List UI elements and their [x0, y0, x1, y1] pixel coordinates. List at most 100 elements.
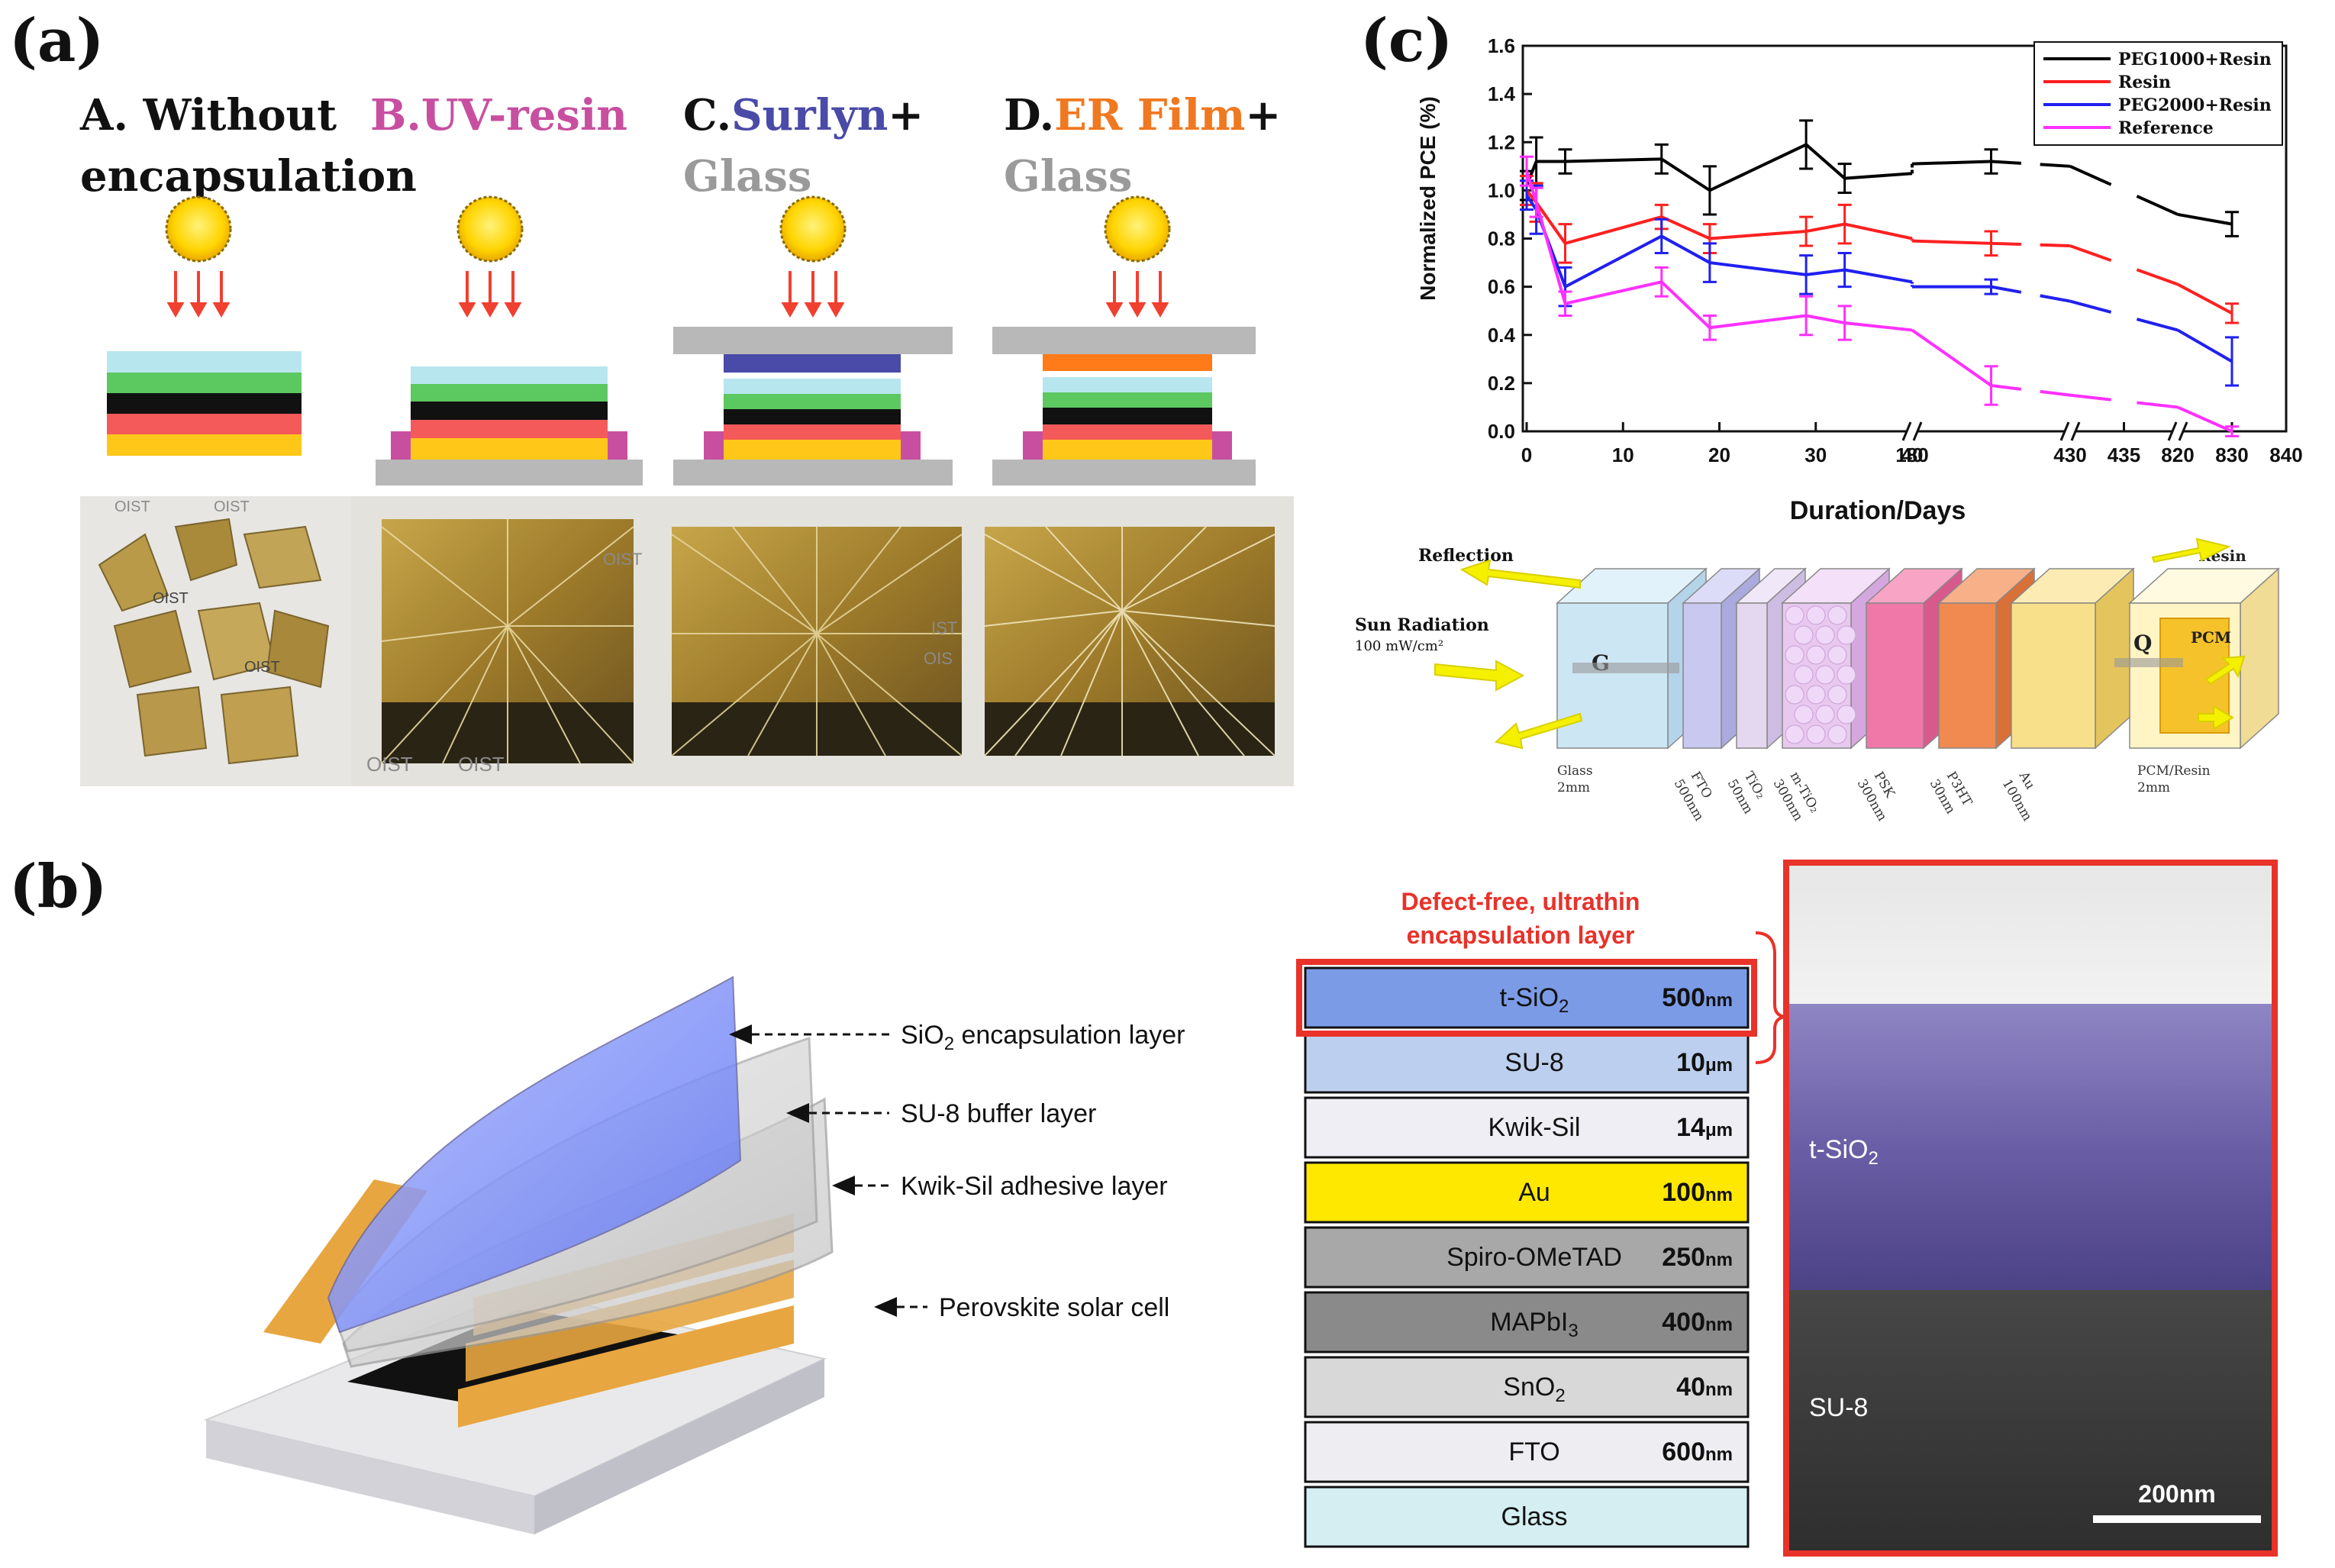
- series-line: [2136, 268, 2179, 286]
- axis-break-mark: [2070, 421, 2081, 441]
- stack-layer-row: FTO 600nm: [1304, 1421, 1750, 1483]
- series-line: [1534, 202, 1567, 244]
- stack-layer-name: FTO: [1508, 1437, 1559, 1466]
- x-tick-label: 820: [2161, 444, 2194, 466]
- series-line: [2040, 243, 2071, 247]
- stack-layer-name: SnO2: [1503, 1373, 1565, 1406]
- legend-label: Resin: [2118, 73, 2171, 92]
- photo-label-oist-partial: OIS: [924, 649, 953, 668]
- stack-layer-thickness: 100nm: [1662, 1178, 1733, 1207]
- encapsulation-title: B.UV-resin: [370, 90, 627, 140]
- x-tick-label: 10: [1612, 444, 1634, 466]
- series-line: [1564, 215, 1663, 245]
- sun-icon: [165, 195, 1171, 263]
- series-line: [1709, 143, 1807, 192]
- scale-bar-label: 200nm: [2138, 1480, 2215, 1508]
- stack-layer-name: MAPbI3: [1490, 1308, 1578, 1341]
- series-line: [1660, 215, 1711, 240]
- photo-label-oist: OIST: [153, 590, 189, 607]
- series-line: [1565, 280, 1663, 305]
- panel-label-b: (b): [9, 852, 107, 921]
- series-line: [1805, 314, 1845, 324]
- panel-label-c: (c): [1360, 6, 1453, 76]
- sun-radiation-label: Sun Radiation: [1355, 615, 1489, 635]
- photo-label-oist-partial: IST: [931, 618, 957, 637]
- radiation-arrows: [1434, 537, 2246, 750]
- reflection-label: Reflection: [1418, 546, 1514, 566]
- series-line: [1844, 222, 1913, 240]
- layer-stack-table: Defect-free, ultrathin encapsulation lay…: [1296, 888, 1785, 1548]
- stack-without-encapsulation: [107, 351, 302, 456]
- x-tick-label: 840: [2269, 444, 2302, 466]
- stack-layer-name: Glass: [1501, 1502, 1568, 1531]
- axis-break-mark: [1912, 421, 1923, 441]
- legend-label: PEG2000+Resin: [2118, 95, 2272, 115]
- series-line: [2136, 318, 2179, 332]
- series-line: [1565, 157, 1662, 163]
- series-line: [1844, 321, 1913, 332]
- schematic-layer-thickness: 2mm: [1557, 780, 1590, 795]
- schematic-layer-thickness: 2mm: [2137, 780, 2170, 795]
- stack-layer-thickness: 250nm: [1662, 1243, 1733, 1272]
- stack-uv-resin: [376, 366, 643, 486]
- encapsulation-title: Glass: [1004, 151, 1132, 202]
- series-line: [1709, 261, 1807, 276]
- series-line: [2177, 405, 2233, 433]
- stack-layer-row: Kwik-Sil 14μm: [1304, 1096, 1750, 1159]
- x-axis-label: Duration/Days: [1790, 496, 1966, 525]
- photo-label-oist: OIST: [114, 498, 150, 515]
- x-tick-label: 180: [1895, 444, 1928, 466]
- q-label: Q: [2133, 631, 2152, 656]
- series-line: [2040, 389, 2071, 397]
- axis-break-mark: [2178, 421, 2188, 441]
- legend-label: Reference: [2118, 118, 2214, 138]
- series-line: [1525, 170, 1538, 203]
- series-line: [1844, 172, 1913, 180]
- series-line: [2177, 282, 2233, 315]
- stack-layer-row: Glass: [1304, 1486, 1750, 1548]
- sem-cross-section: t-SiO2 SU-8 200nm: [1783, 860, 2278, 1557]
- series-peg2000-resin: [1520, 179, 2239, 387]
- series-line: [2069, 164, 2112, 186]
- encapsulation-title: D.ER Film+: [1004, 90, 1281, 140]
- stack-title-line2: encapsulation layer: [1407, 921, 1635, 949]
- series-line: [1805, 222, 1845, 233]
- callout-su8: SU-8 buffer layer: [901, 1099, 1096, 1128]
- legend-label: PEG1000+Resin: [2118, 50, 2272, 69]
- stack-layer-name: SU-8: [1505, 1048, 1563, 1077]
- stack-surlyn-glass: [673, 327, 953, 486]
- series-line: [1991, 384, 2022, 391]
- stack-layer-name: Kwik-Sil: [1488, 1113, 1581, 1142]
- series-line: [1660, 157, 1711, 192]
- stack-layer-name: Spiro-OMeTAD: [1446, 1243, 1622, 1272]
- callout-perovskite: Perovskite solar cell: [939, 1293, 1169, 1322]
- y-tick-label: 1.6: [1488, 34, 1515, 57]
- sun-power-label: 100 mW/cm²: [1355, 638, 1443, 654]
- panel-label-a: (a): [9, 6, 104, 76]
- encapsulation-title: C.Surlyn+: [683, 90, 924, 140]
- series-line: [2069, 244, 2112, 263]
- x-tick-label: 40: [1901, 444, 1924, 466]
- stack-layer-thickness: 14μm: [1676, 1113, 1733, 1142]
- series-line: [1991, 285, 2022, 294]
- sem-label-su8: SU-8: [1809, 1393, 1868, 1422]
- series-line: [1660, 234, 1711, 264]
- y-tick-label: 0.2: [1488, 372, 1515, 395]
- photo-er-film-glass: IST: [931, 496, 1294, 786]
- schematic-layer-name: PCM/Resin: [2137, 763, 2211, 779]
- y-tick-label: 1.2: [1488, 131, 1515, 153]
- series-line: [2040, 163, 2071, 168]
- photo-label-oist: OIST: [458, 753, 505, 776]
- stack-layer-thickness: 600nm: [1662, 1437, 1733, 1466]
- schematic-layer: [2010, 567, 2135, 750]
- series-line: [2069, 393, 2111, 402]
- pce-stability-chart: Normalized PCE (%) Duration/Days 0.00.20…: [1416, 34, 2303, 525]
- bracket: [1755, 931, 1785, 1064]
- encapsulation-title: A. Without: [79, 90, 337, 140]
- stack-layer-row: Spiro-OMeTAD 250nm: [1304, 1226, 1750, 1289]
